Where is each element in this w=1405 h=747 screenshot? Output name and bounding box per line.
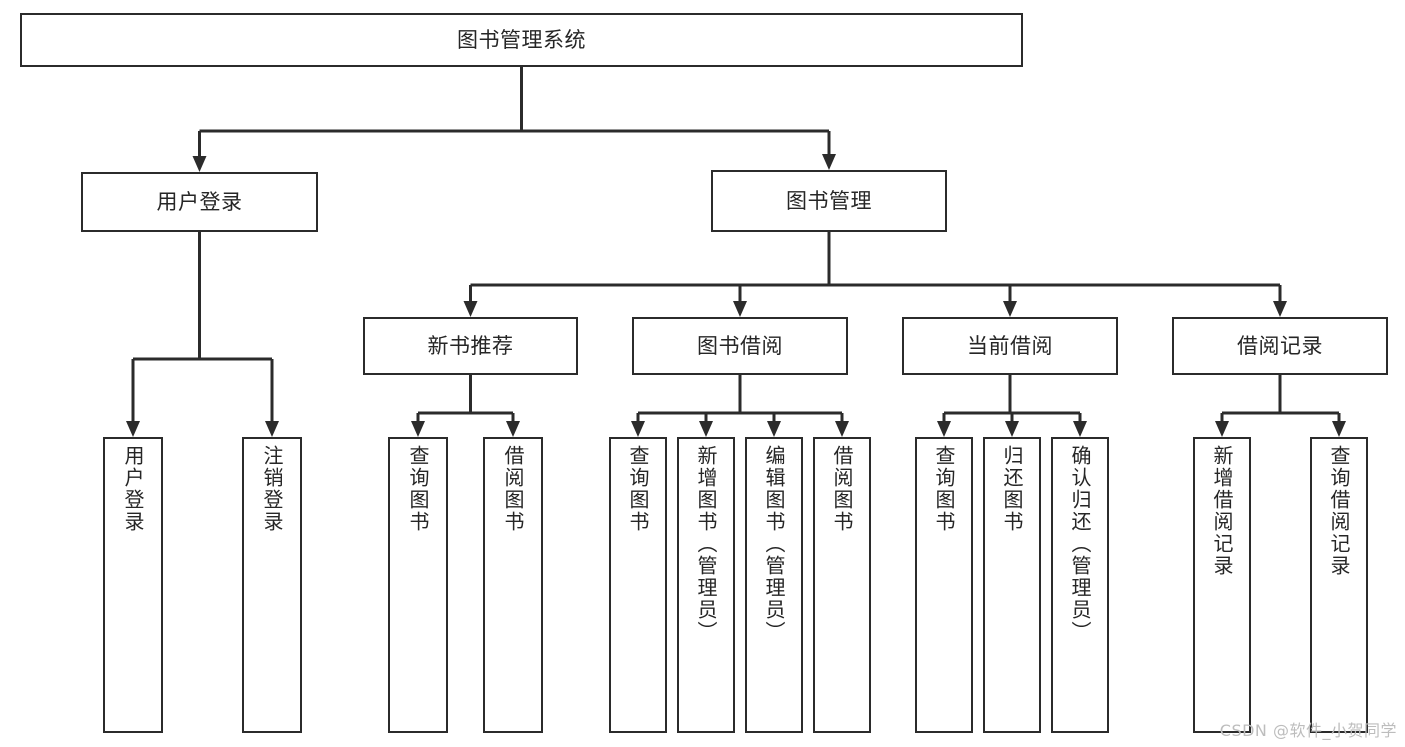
node-label: 查询图书	[406, 445, 430, 533]
watermark-label: CSDN @软件_小贺同学	[1219, 721, 1397, 740]
node-leaf1[interactable]: 用户登录	[103, 437, 163, 733]
arrowhead	[506, 421, 520, 437]
node-leaf9[interactable]: 查询图书	[915, 437, 973, 733]
node-borrow[interactable]: 图书借阅	[632, 317, 848, 375]
node-leaf7[interactable]: 编辑图书（管理员）	[745, 437, 803, 733]
node-label: 当前借阅	[967, 333, 1053, 358]
arrowhead	[265, 421, 279, 437]
arrowhead	[1073, 421, 1087, 437]
arrowhead	[631, 421, 645, 437]
arrowhead	[699, 421, 713, 437]
arrowhead	[1003, 301, 1017, 317]
node-leaf10[interactable]: 归还图书	[983, 437, 1041, 733]
arrowhead	[1332, 421, 1346, 437]
node-leaf5[interactable]: 查询图书	[609, 437, 667, 733]
node-leaf3[interactable]: 查询图书	[388, 437, 448, 733]
node-leaf4[interactable]: 借阅图书	[483, 437, 543, 733]
node-label: 用户登录	[156, 189, 243, 214]
node-label: 借阅记录	[1237, 333, 1323, 358]
node-leaf8[interactable]: 借阅图书	[813, 437, 871, 733]
node-label: 图书管理系统	[457, 27, 586, 52]
arrowhead	[411, 421, 425, 437]
node-label: 图书管理	[786, 188, 872, 213]
node-current[interactable]: 当前借阅	[902, 317, 1118, 375]
node-label: 用户登录	[121, 445, 145, 533]
arrowhead	[937, 421, 951, 437]
arrowhead	[1215, 421, 1229, 437]
node-label: 新增图书（管理员）	[694, 445, 718, 643]
node-label: 查询图书	[626, 445, 650, 533]
node-leaf13[interactable]: 查询借阅记录	[1310, 437, 1368, 733]
arrowhead	[1005, 421, 1019, 437]
node-label: 查询图书	[932, 445, 956, 533]
arrowhead	[835, 421, 849, 437]
node-label: 借阅图书	[501, 445, 525, 533]
node-leaf11[interactable]: 确认归还（管理员）	[1051, 437, 1109, 733]
arrowhead	[126, 421, 140, 437]
node-label: 注销登录	[260, 445, 284, 533]
arrowhead	[463, 301, 478, 317]
node-label: 查询借阅记录	[1327, 445, 1351, 577]
node-label: 确认归还（管理员）	[1068, 445, 1092, 643]
arrowhead	[1273, 301, 1287, 317]
arrowhead	[767, 421, 781, 437]
node-newbook[interactable]: 新书推荐	[363, 317, 578, 375]
node-login[interactable]: 用户登录	[81, 172, 318, 232]
node-leaf2[interactable]: 注销登录	[242, 437, 302, 733]
node-bookmgmt[interactable]: 图书管理	[711, 170, 947, 232]
node-label: 借阅图书	[830, 445, 854, 533]
node-label: 图书借阅	[697, 333, 783, 358]
node-leaf12[interactable]: 新增借阅记录	[1193, 437, 1251, 733]
node-records[interactable]: 借阅记录	[1172, 317, 1388, 375]
arrowhead	[192, 156, 207, 172]
node-label: 新增借阅记录	[1210, 445, 1234, 577]
arrowhead	[733, 301, 747, 317]
node-leaf6[interactable]: 新增图书（管理员）	[677, 437, 735, 733]
node-label: 新书推荐	[427, 333, 514, 358]
node-root[interactable]: 图书管理系统	[20, 13, 1023, 67]
node-label: 归还图书	[1000, 445, 1024, 533]
arrowhead	[822, 154, 836, 170]
node-label: 编辑图书（管理员）	[762, 445, 786, 643]
